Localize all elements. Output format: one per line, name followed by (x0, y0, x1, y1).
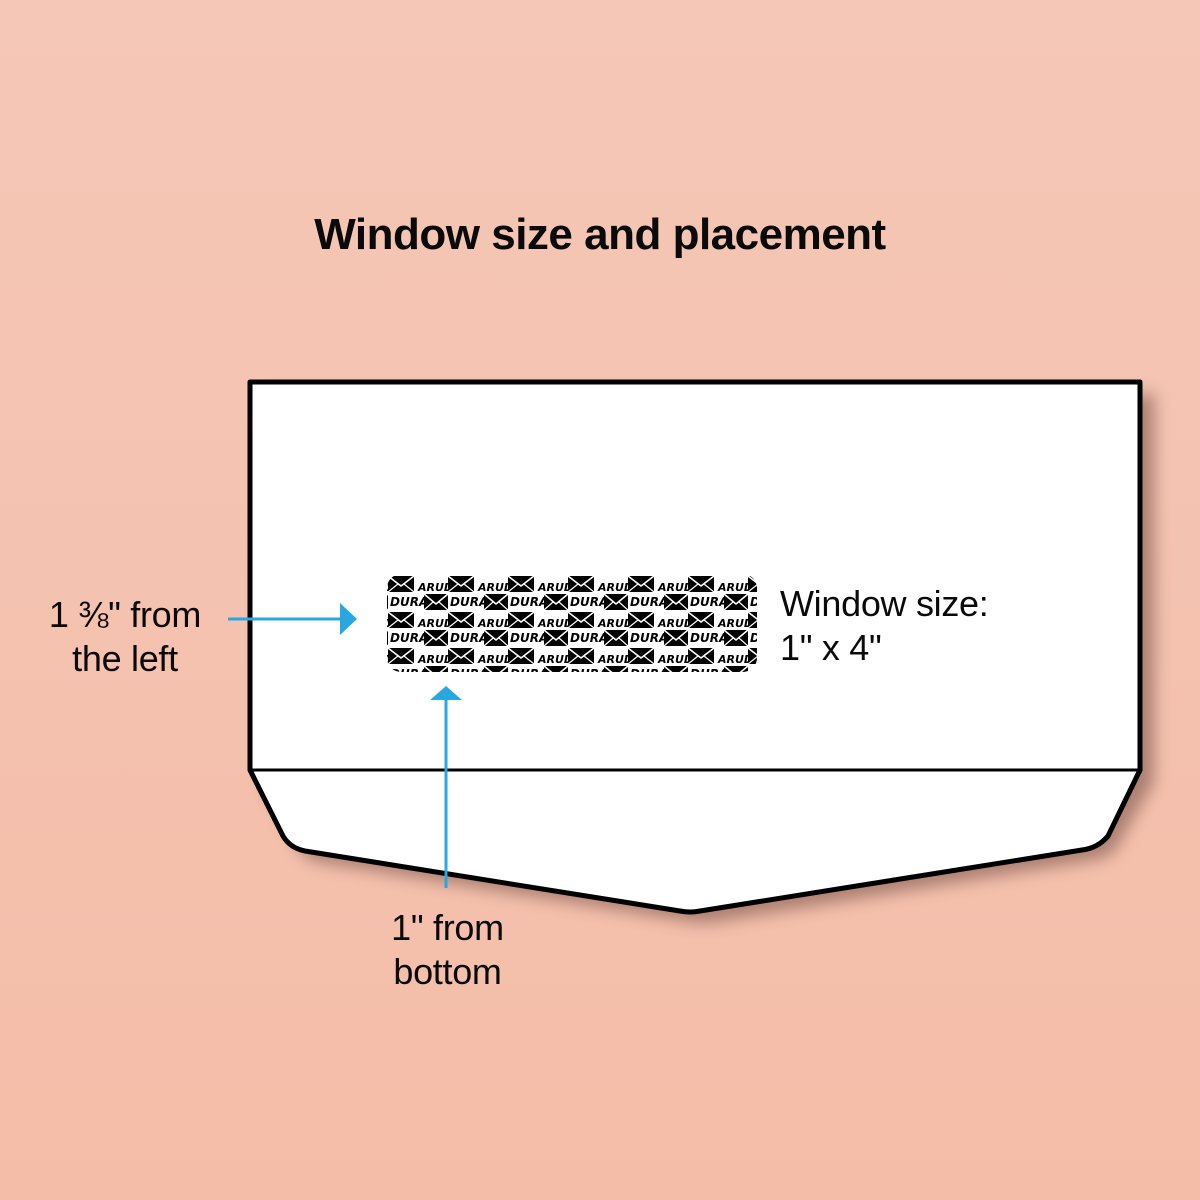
left-offset-line1: 1 ⅜" from (48, 594, 202, 635)
page-title: Window size and placement (314, 210, 886, 259)
bottom-offset-label: 1" from bottom (345, 906, 550, 994)
bottom-offset-arrow (430, 686, 462, 888)
bottom-offset-line1: 1" from (391, 907, 504, 948)
window-size-line1: Window size: (780, 583, 989, 624)
window-size-line2: 1" x 4" (780, 627, 882, 668)
bottom-offset-line2: bottom (393, 951, 502, 992)
left-offset-line2: the left (72, 638, 178, 679)
envelope-window (387, 574, 757, 672)
left-offset-label: 1 ⅜" from the left (20, 593, 230, 681)
window-size-label: Window size: 1" x 4" (780, 582, 989, 670)
left-offset-arrow (228, 603, 357, 635)
